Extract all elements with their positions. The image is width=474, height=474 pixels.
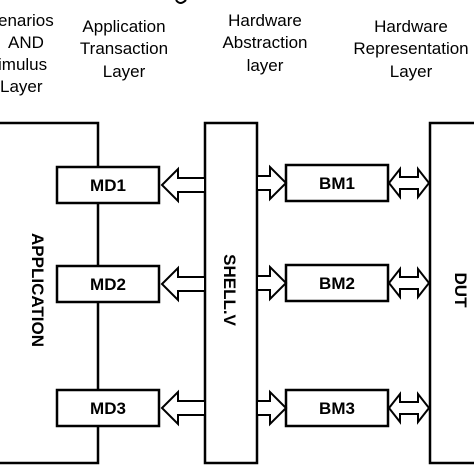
md3-label: MD3 — [90, 399, 126, 418]
md2-label: MD2 — [90, 275, 126, 294]
bm2-label: BM2 — [319, 274, 355, 293]
header-application-transaction-line-1: Application — [82, 17, 165, 36]
arrow-md1-from-shell — [160, 166, 206, 204]
dut-label: DUT — [451, 273, 470, 309]
header-application-transaction-line-3: Layer — [103, 62, 146, 81]
arrow-shell-to-bm1 — [256, 164, 288, 202]
header-hardware-representation-line-3: Layer — [390, 62, 433, 81]
bm3-label: BM3 — [319, 399, 355, 418]
top-brace-fragment — [175, 0, 187, 4]
md1-box — [55, 165, 161, 205]
dut-block — [428, 121, 474, 465]
arrow-bm3-dut-bidirectional — [387, 391, 431, 425]
header-hardware-abstraction-line-3: layer — [247, 56, 284, 75]
bm1-label: BM1 — [319, 174, 355, 193]
shell-label: SHELL.V — [220, 254, 239, 326]
header-scenarios-line-3: imulus — [0, 55, 47, 74]
arrow-md2-from-shell — [160, 265, 206, 303]
header-hardware-abstraction-line-2: Abstraction — [222, 33, 307, 52]
header-hardware-representation-line-2: Representation — [353, 39, 468, 58]
md2-box — [55, 264, 161, 304]
arrow-bm1-dut-bidirectional — [387, 166, 431, 200]
application-label: APPLICATION — [28, 233, 47, 347]
header-application-transaction-line-2: Transaction — [80, 39, 168, 58]
shell-block — [203, 121, 259, 465]
arrow-shell-to-bm3 — [256, 389, 288, 427]
header-scenarios-line-1: enarios — [0, 11, 54, 30]
bm2-box — [284, 263, 390, 303]
header-scenarios-line-2: AND — [8, 33, 44, 52]
arrow-bm2-dut-bidirectional — [387, 266, 431, 300]
arrow-shell-to-bm2 — [256, 264, 288, 302]
arrow-md3-from-shell — [160, 389, 206, 427]
md3-box — [55, 388, 161, 428]
md1-label: MD1 — [90, 176, 126, 195]
header-scenarios-line-4: Layer — [0, 77, 43, 96]
header-hardware-abstraction-line-1: Hardware — [228, 11, 302, 30]
header-hardware-representation-line-1: Hardware — [374, 17, 448, 36]
